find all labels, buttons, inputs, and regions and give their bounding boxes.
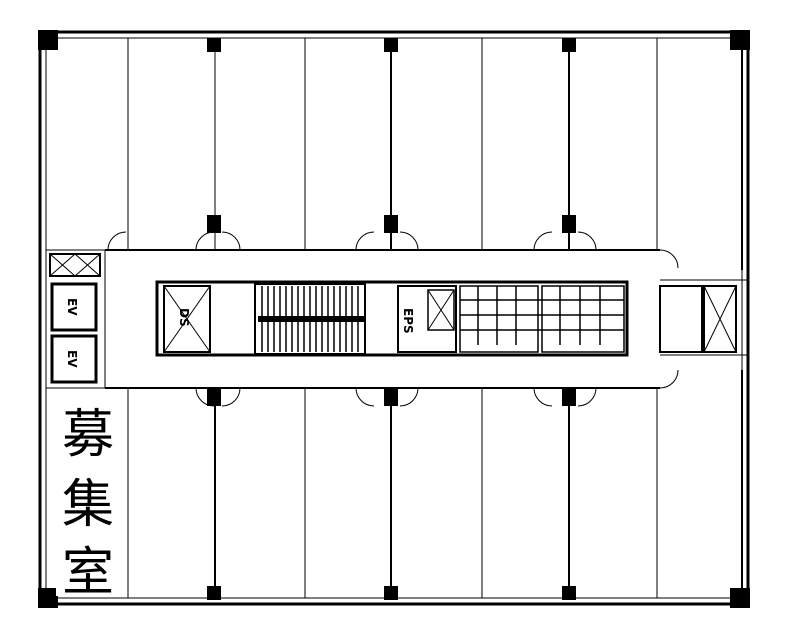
core [49, 253, 737, 384]
vacancy-label-char-3: 室 [62, 543, 114, 603]
partitions [46, 38, 748, 598]
duct-space-label: DS [177, 308, 191, 327]
eps-label: EPS [401, 308, 415, 334]
doors [107, 231, 679, 407]
vacancy-label-char-2: 集 [62, 475, 114, 535]
vacancy-room-highlight [56, 396, 124, 596]
vacancy-label-char-1: 募 [62, 405, 114, 465]
columns [38, 30, 750, 608]
elevator-1-label: EV [65, 298, 79, 316]
restroom-fixtures [459, 285, 625, 353]
outer-walls [38, 30, 750, 606]
elevator-2-label: EV [65, 350, 79, 368]
